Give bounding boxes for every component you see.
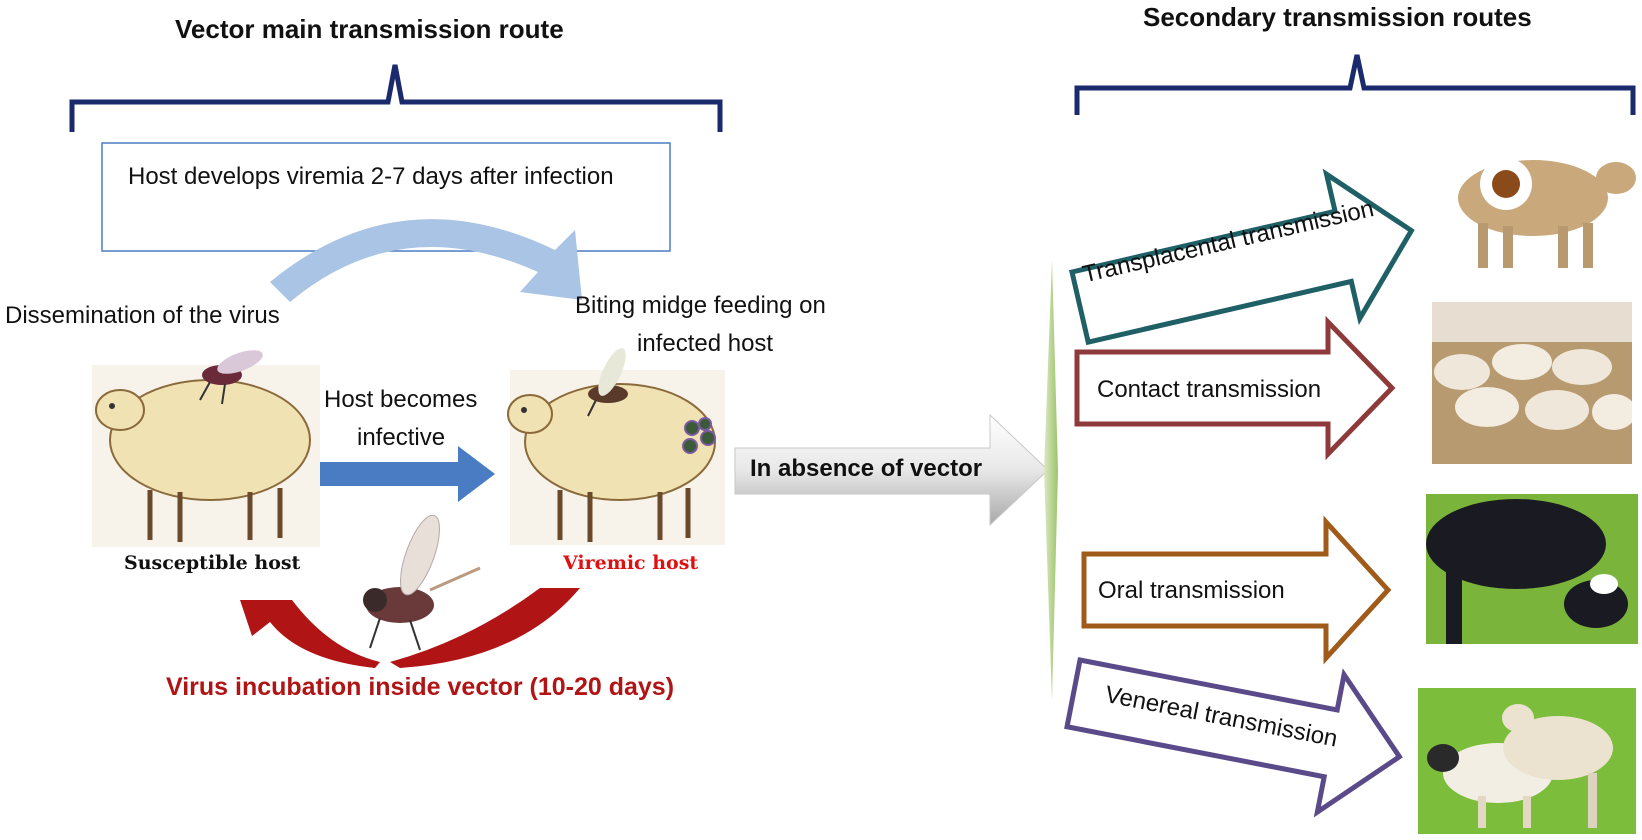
feeding-label-line1: Biting midge feeding on: [575, 292, 826, 319]
mating-sheep-photo: [1418, 688, 1636, 834]
left-bracket: [69, 64, 723, 132]
right-bracket: [1074, 54, 1636, 115]
viremic-host-label: Viremic host: [563, 552, 699, 574]
bottom-curved-arrow-right: [390, 588, 580, 668]
midge-on-viremic-illustration: [587, 348, 628, 417]
midge-on-susceptible-illustration: [199, 350, 263, 405]
route-label-contact: Contact transmission: [1097, 376, 1322, 403]
sheep-flock-photo: [1432, 302, 1632, 464]
route-arrow-transplacental: [1069, 168, 1415, 346]
infective-label-line1: Host becomes: [324, 386, 478, 413]
top-curved-arrow: [270, 219, 582, 302]
absence-label: In absence of vector: [750, 455, 983, 482]
midge-incubating-illustration: [363, 514, 481, 651]
route-label-oral: Oral transmission: [1098, 577, 1285, 604]
dissemination-label: Dissemination of the virus: [5, 302, 280, 329]
green-fan: [1044, 260, 1058, 700]
route-arrow-oral: [1081, 515, 1392, 665]
cow-with-fetus-photo: [1438, 128, 1638, 278]
infective-arrow: [318, 446, 495, 502]
bottom-curved-arrow-left: [240, 600, 380, 668]
feeding-label-line2: infected host: [637, 330, 774, 357]
susceptible-host-label: Susceptible host: [124, 552, 301, 574]
grazing-cow-photo: [1426, 494, 1638, 644]
route-arrow-contact: [1074, 315, 1396, 461]
infective-label-line2: infective: [357, 424, 446, 451]
route-arrow-venereal: [1064, 657, 1403, 818]
susceptible-sheep-illustration: [92, 365, 320, 547]
viremia-note: Host develops viremia 2-7 days after inf…: [128, 163, 614, 190]
absence-arrow: [734, 413, 1049, 527]
incubation-label: Virus incubation inside vector (10-20 da…: [166, 673, 675, 701]
left-heading: Vector main transmission route: [175, 14, 564, 44]
right-heading: Secondary transmission routes: [1143, 2, 1532, 32]
